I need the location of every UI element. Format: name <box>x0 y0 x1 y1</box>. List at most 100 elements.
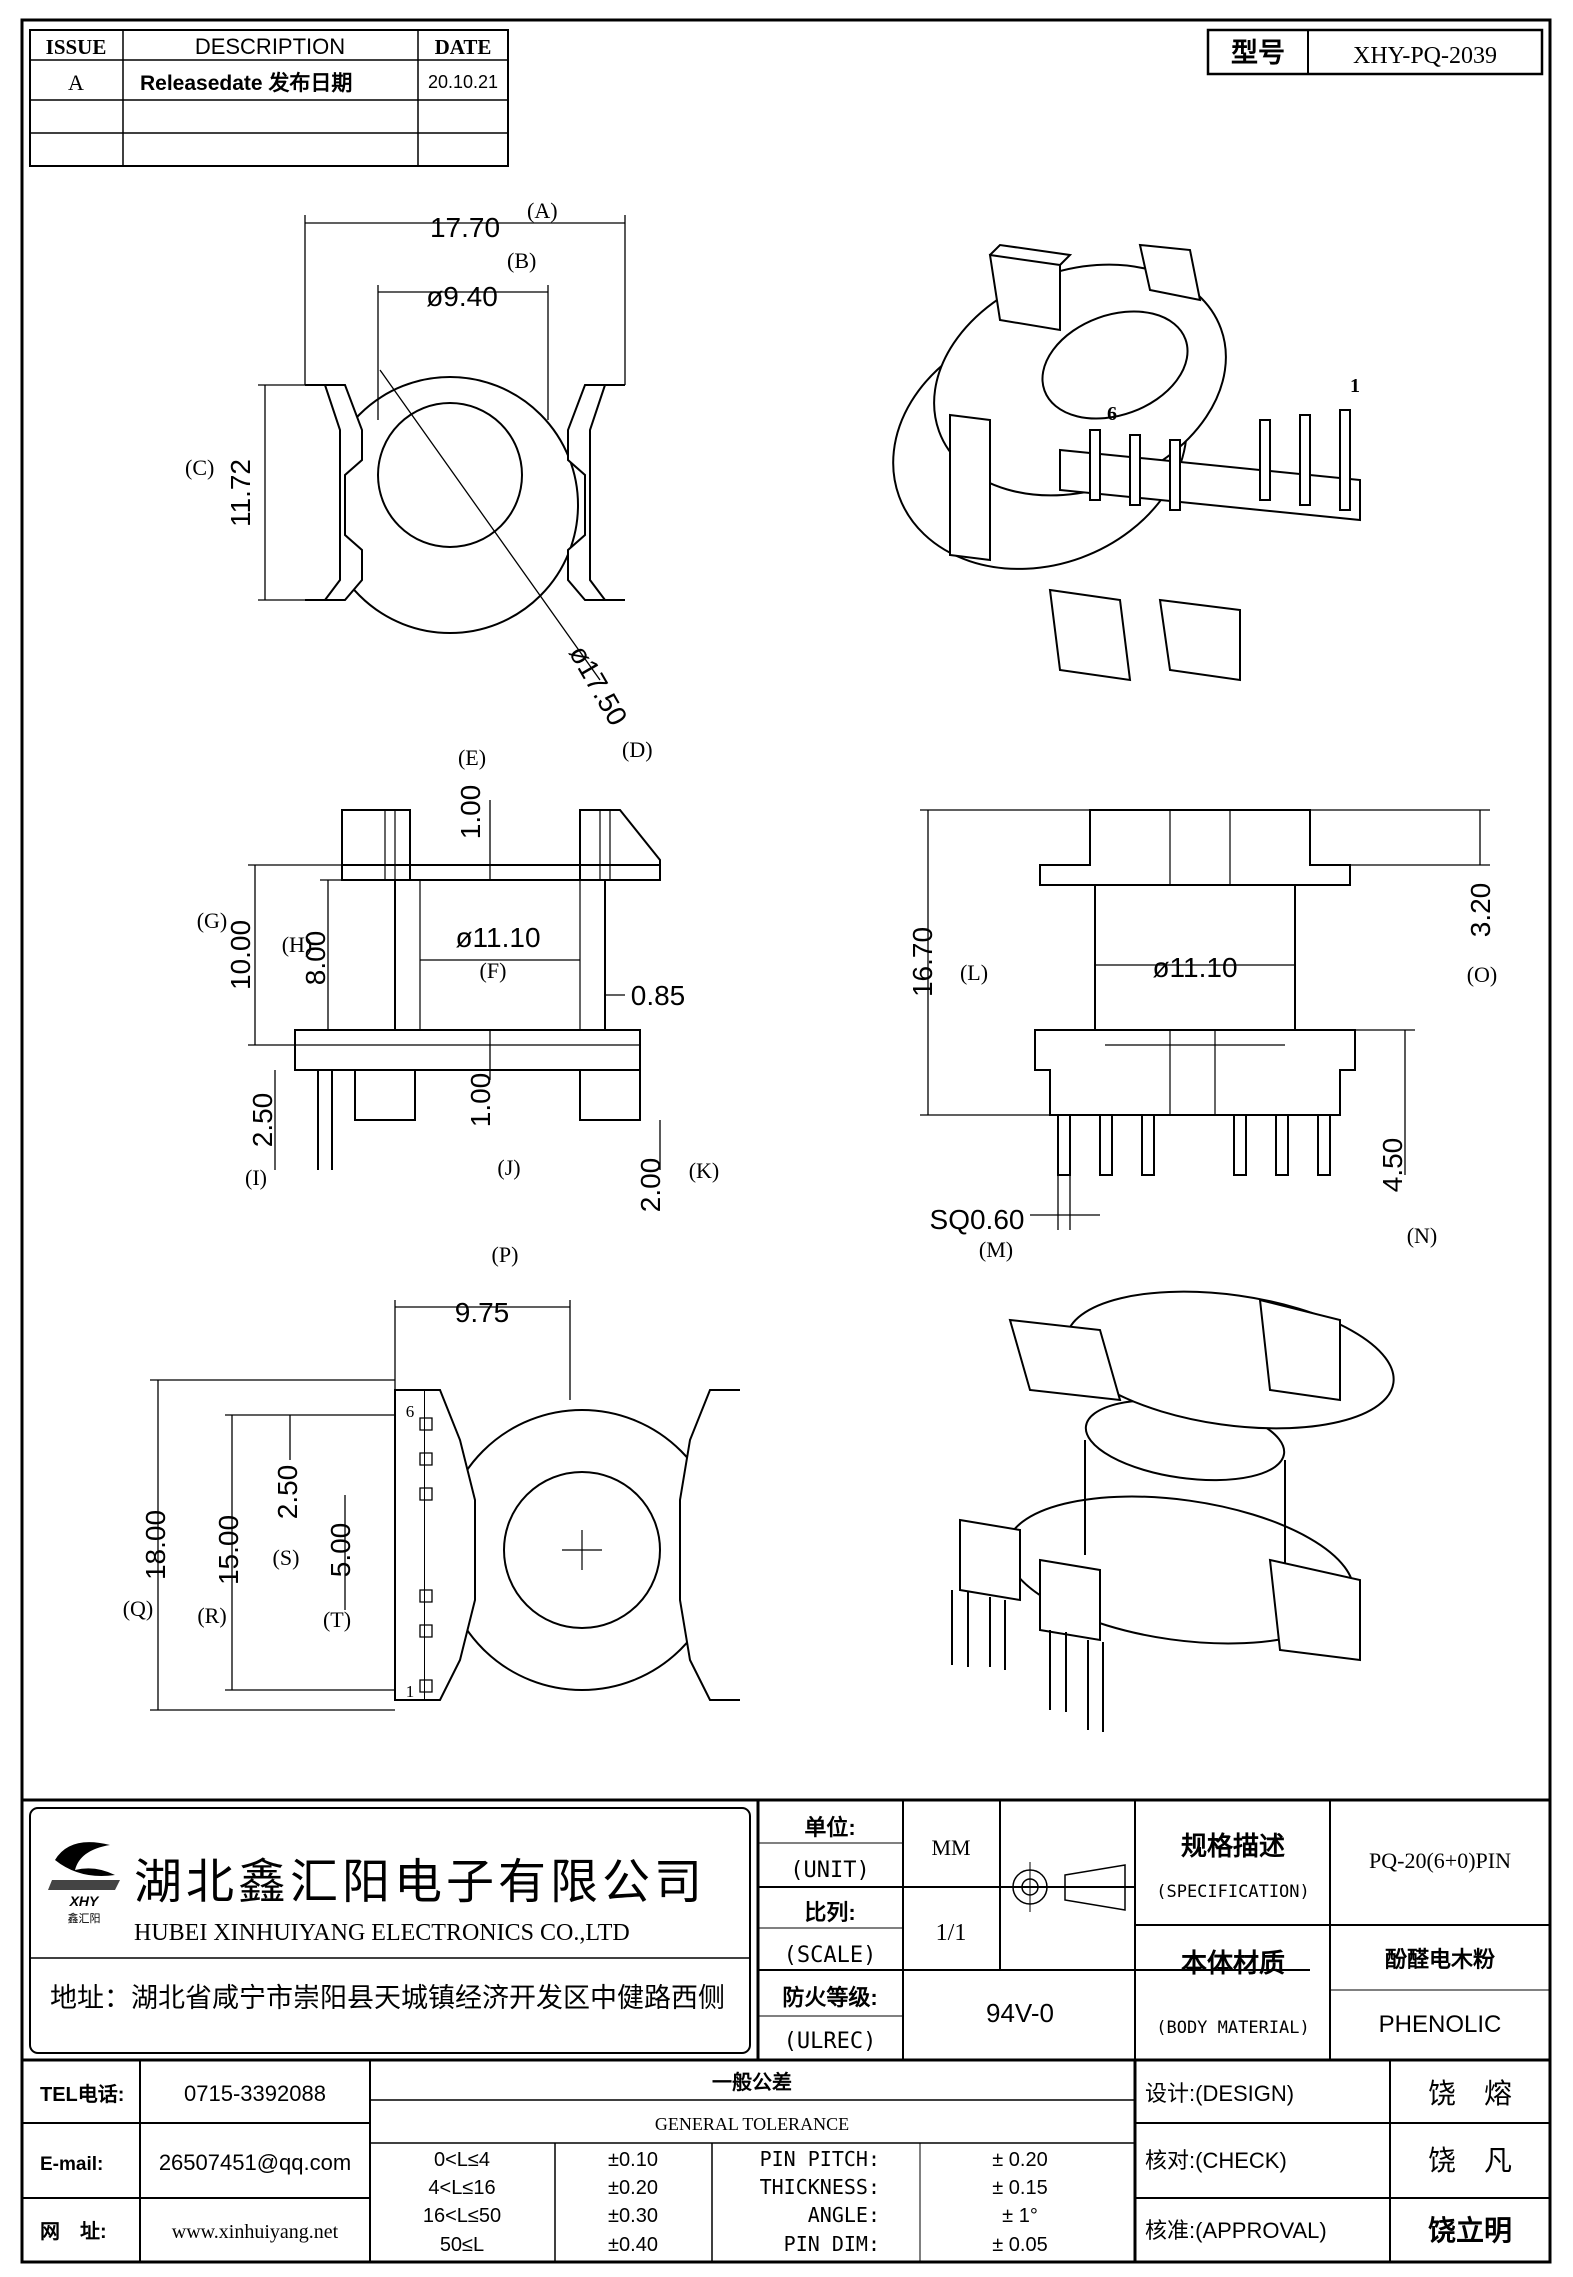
bottom-pin-1-label: 1 <box>406 1682 415 1701</box>
dim-side-core-label: ø11.10 <box>1152 952 1237 983</box>
dim-side-height-label: 16.70 <box>907 927 938 997</box>
ref-m: (M) <box>979 1237 1013 1262</box>
ref-r: (R) <box>197 1603 226 1628</box>
model-number: XHY-PQ-2039 <box>1353 43 1497 69</box>
tol-param-value-1: ± 0.20 <box>992 2149 1047 2171</box>
tol-param-2: THICKNESS: <box>760 2175 880 2199</box>
scale-value: 1/1 <box>936 1920 967 1946</box>
model-box: 型号 XHY-PQ-2039 <box>1206 28 1544 76</box>
unit-label: 单位: <box>804 1815 855 1840</box>
ref-p: (P) <box>492 1242 519 1267</box>
material-label: 本体材质 <box>1181 1948 1285 1978</box>
tol-param-3: ANGLE: <box>808 2203 880 2227</box>
dim-inner-label: 8.00 <box>300 931 331 986</box>
dim-bottom-gap-label: 5.00 <box>325 1523 356 1578</box>
rev-row-date: 20.10.21 <box>428 72 498 92</box>
ref-q: (Q) <box>123 1596 154 1621</box>
tolerance-title-en: GENERAL TOLERANCE <box>655 2114 849 2134</box>
unit-label-en: (UNIT) <box>790 1858 869 1883</box>
company-name-en: HUBEI XINHUIYANG ELECTRONICS CO.,LTD <box>134 1920 630 1946</box>
check-label: 核对:(CHECK) <box>1145 2148 1287 2173</box>
rev-header-description: DESCRIPTION <box>195 34 345 59</box>
bottom-view-labels: 9.75 18.00 15.00 2.50 5.00 (P) (Q) (R) (… <box>123 1242 519 1701</box>
company-address: 地址：湖北省咸宁市崇阳县天城镇经济开发区中健路西侧 <box>50 1983 725 2013</box>
bottom-pin-6-label: 6 <box>406 1402 415 1421</box>
ref-k: (K) <box>689 1158 720 1183</box>
approval-name: 饶立明 <box>1428 2214 1512 2246</box>
company-logo: XHY 鑫汇阳 <box>48 1842 120 1925</box>
dim-base-label: 1.00 <box>465 1073 496 1128</box>
ref-i: (I) <box>245 1165 267 1190</box>
tol-value-2: ±0.20 <box>608 2177 658 2199</box>
ref-c: (C) <box>185 455 214 480</box>
ref-f: (F) <box>480 958 507 983</box>
tel-value[interactable]: 0715-3392088 <box>184 2081 326 2106</box>
dim-pin-len-label: 2.50 <box>247 1093 278 1148</box>
logo-subtext: 鑫汇阳 <box>68 1911 101 1925</box>
ref-j: (J) <box>497 1155 520 1180</box>
material-label-en: (BODY MATERIAL) <box>1156 2018 1310 2038</box>
top-view <box>258 215 626 681</box>
rev-row-description: Releasedate 发布日期 <box>140 71 352 95</box>
iso-pin-1-label: 1 <box>1350 375 1360 397</box>
design-name: 饶 熔 <box>1428 2078 1512 2109</box>
ref-h: (H) <box>282 932 313 957</box>
tol-param-value-2: ± 0.15 <box>992 2177 1047 2199</box>
iso-pin-6-label: 6 <box>1107 403 1117 425</box>
fire-label: 防火等级: <box>782 1985 877 2010</box>
iso-view-top <box>892 243 1361 682</box>
dim-wall-label: 0.85 <box>631 980 686 1011</box>
check-name: 饶 凡 <box>1428 2145 1512 2176</box>
web-value[interactable]: www.xinhuiyang.net <box>172 2221 339 2243</box>
spec-label-en: (SPECIFICATION) <box>1156 1882 1310 1902</box>
ref-e: (E) <box>458 745 486 770</box>
dim-width-label: 17.70 <box>430 212 500 243</box>
ref-o: (O) <box>1467 962 1498 987</box>
iso-view-bottom <box>951 1290 1395 1732</box>
dim-bottom-pitch-label: 2.50 <box>272 1465 303 1520</box>
tol-param-value-3: ± 1° <box>1002 2205 1038 2227</box>
dim-side-pin-label: SQ0.60 <box>930 1204 1025 1235</box>
fire-value: 94V-0 <box>986 1998 1054 2028</box>
title-block <box>20 1798 1552 2264</box>
scale-label-en: (SCALE) <box>784 1943 877 1968</box>
model-label: 型号 <box>1231 38 1285 68</box>
ref-a: (A) <box>527 198 558 223</box>
rev-header-date: DATE <box>435 35 492 59</box>
tol-param-value-4: ± 0.05 <box>992 2234 1047 2256</box>
rev-row-issue: A <box>68 70 84 95</box>
approval-label: 核准:(APPROVAL) <box>1145 2218 1327 2243</box>
rev-header-issue: ISSUE <box>46 35 107 59</box>
tol-value-1: ±0.10 <box>608 2149 658 2171</box>
ref-d: (D) <box>622 737 653 762</box>
tolerance-title-cn: 一般公差 <box>712 2070 792 2094</box>
dim-outer-label: ø17.50 <box>563 640 633 731</box>
dim-height-label: 11.72 <box>225 459 256 527</box>
ref-g: (G) <box>197 908 228 933</box>
scale-label: 比列: <box>804 1900 855 1925</box>
front-view <box>248 800 661 1170</box>
dim-pin-tip-label: 2.00 <box>635 1158 666 1213</box>
tol-value-3: ±0.30 <box>608 2205 658 2227</box>
dim-bottom-total-label: 18.00 <box>140 1510 171 1580</box>
dim-core-label: ø11.10 <box>455 922 540 953</box>
tolerance-table: 0<L≤4 4<L≤16 16<L≤50 50≤L ±0.10 ±0.20 ±0… <box>423 2147 1048 2256</box>
dim-flange-top-label: 1.00 <box>455 785 486 840</box>
ref-n: (N) <box>1407 1223 1438 1248</box>
tol-value-4: ±0.40 <box>608 2234 658 2256</box>
dim-side-top-label: 3.20 <box>1465 883 1496 938</box>
material-value-en: PHENOLIC <box>1379 2011 1502 2038</box>
tol-param-1: PIN PITCH: <box>760 2147 880 2171</box>
spec-value: PQ-20(6+0)PIN <box>1369 1848 1511 1873</box>
dim-bottom-width-label: 9.75 <box>455 1297 510 1328</box>
spec-label: 规格描述 <box>1181 1831 1285 1861</box>
fire-label-en: (ULREC) <box>784 2029 877 2054</box>
company-name-cn: 湖北鑫汇阳电子有限公司 <box>134 1856 706 1909</box>
ref-b: (B) <box>507 248 536 273</box>
email-value[interactable]: 26507451@qq.com <box>159 2150 351 2175</box>
approval-block: 设计:(DESIGN) 饶 熔 核对:(CHECK) 饶 凡 核准:(APPRO… <box>1145 2078 1512 2246</box>
material-value-cn: 酚醛电木粉 <box>1385 1947 1495 1972</box>
unit-value: MM <box>931 1835 970 1860</box>
email-label: E-mail: <box>40 2154 103 2175</box>
